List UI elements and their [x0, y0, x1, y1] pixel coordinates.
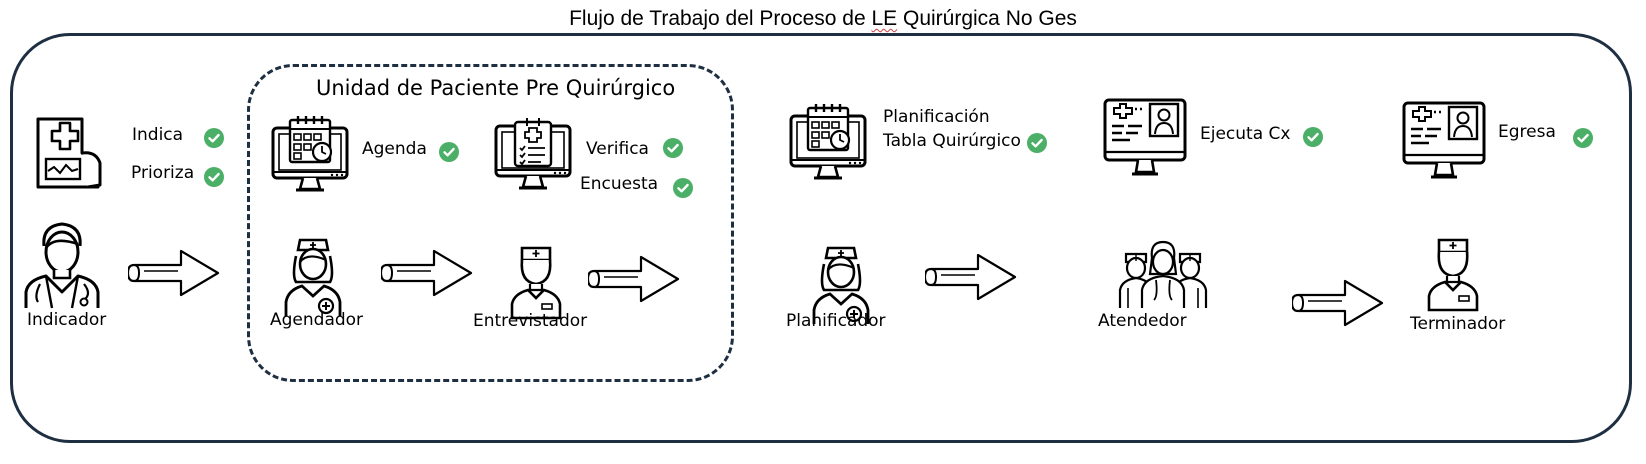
action-encuesta: Encuesta [580, 174, 659, 194]
action-planificacion-line1: Planificación [883, 107, 990, 127]
action-prioriza: Prioriza [131, 163, 195, 183]
patient-record-monitor-icon [1402, 101, 1486, 179]
check-icon [1303, 127, 1323, 147]
male-nurse-icon [510, 246, 562, 320]
arrow-right-icon [1292, 279, 1384, 327]
action-ejecuta-cx: Ejecuta Cx [1200, 124, 1291, 144]
nurse-icon [812, 246, 870, 324]
calendar-monitor-icon [789, 104, 867, 180]
pre-surgical-unit-box [247, 64, 734, 382]
action-planificacion-line2: Tabla Quirúrgico [883, 131, 1021, 151]
role-indicador: Indicador [27, 310, 107, 330]
role-atendedor: Atendedor [1098, 311, 1187, 331]
outer-frame [10, 33, 1632, 443]
arrow-right-icon [128, 249, 220, 297]
check-icon [204, 167, 224, 187]
doctor-icon [24, 222, 100, 309]
check-icon [1573, 128, 1593, 148]
unit-title: Unidad de Paciente Pre Quirúrgico [316, 76, 676, 100]
medical-team-icon [1118, 240, 1208, 308]
check-icon [439, 142, 459, 162]
check-icon [204, 128, 224, 148]
arrow-right-icon [381, 249, 473, 297]
check-icon [673, 178, 693, 198]
arrow-right-icon [588, 255, 680, 303]
role-entrevistador: Entrevistador [473, 311, 588, 331]
patient-record-monitor-icon [1103, 98, 1187, 176]
calendar-monitor-icon [271, 116, 349, 192]
medical-document-icon [36, 117, 102, 189]
action-verifica: Verifica [586, 139, 649, 159]
action-agenda: Agenda [362, 139, 427, 159]
checklist-monitor-icon [494, 118, 572, 190]
action-egresa: Egresa [1498, 122, 1556, 142]
role-terminador: Terminador [1410, 314, 1506, 334]
diagram-title: Flujo de Trabajo del Proceso de LE Quirú… [569, 7, 1077, 30]
action-indica: Indica [132, 125, 184, 145]
check-icon [1027, 133, 1047, 153]
role-agendador: Agendador [270, 310, 364, 330]
arrow-right-icon [925, 253, 1017, 301]
nurse-icon [284, 238, 342, 316]
male-nurse-icon [1427, 238, 1479, 312]
role-planificador: Planificador [786, 311, 886, 331]
check-icon [663, 138, 683, 158]
